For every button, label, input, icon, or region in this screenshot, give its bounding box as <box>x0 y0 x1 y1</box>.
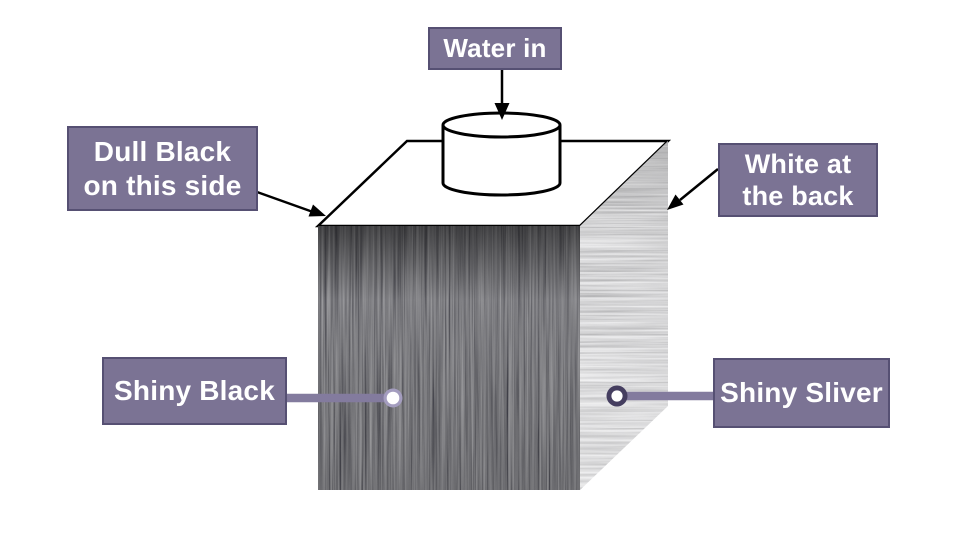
white-back-arrow <box>667 168 719 210</box>
label-text-line2: the back <box>742 181 854 211</box>
arrow-line <box>256 190 314 214</box>
water-in-arrow <box>494 70 510 120</box>
dull-black-arrow <box>256 190 326 217</box>
cube-front-face-shiny-black <box>318 226 580 490</box>
shiny-sliver-connector <box>606 385 714 407</box>
label-shiny-sliver: Shiny Sliver <box>713 358 890 428</box>
arrow-head <box>667 194 684 210</box>
label-dull-black: Dull Black on this side <box>67 126 258 211</box>
shiny-black-dot <box>386 391 400 405</box>
label-text: Water in <box>443 33 547 63</box>
label-text-line1: White at <box>744 149 852 179</box>
shiny-black-connector <box>287 388 403 408</box>
arrow-line <box>679 168 719 201</box>
arrow-head <box>494 103 510 120</box>
label-text-line1: Dull Black <box>93 135 232 167</box>
label-text: Shiny Black <box>114 375 275 406</box>
label-water-in: Water in <box>428 27 562 70</box>
arrow-head <box>308 204 326 217</box>
shiny-sliver-dot <box>611 390 623 402</box>
label-text: Shiny Sliver <box>720 377 883 408</box>
cylinder-side-outline <box>441 125 562 197</box>
label-text-line2: on this side <box>83 169 242 201</box>
cylinder-body <box>443 125 560 195</box>
label-white-at-back: White at the back <box>718 143 878 217</box>
label-shiny-black: Shiny Black <box>102 357 287 425</box>
water-inlet-cylinder <box>441 111 562 197</box>
